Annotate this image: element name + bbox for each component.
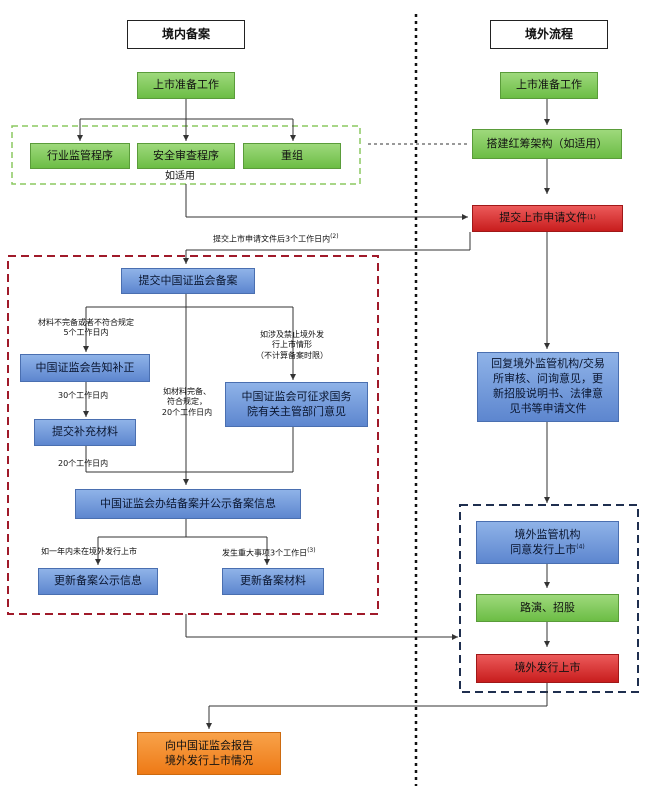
one-year-label: 如一年内未在境外发行上市 <box>41 547 137 556</box>
if-applicable-label: 如适用 <box>165 171 195 182</box>
incomplete-label: 材料不完备或者不符合规定 5个工作日内 <box>28 318 144 339</box>
prohibited-line3: （不计算备案时限） <box>256 350 328 360</box>
major-event-text: 发生重大事项3个工作日 <box>222 548 308 558</box>
complete-line1: 如材料完备、 <box>163 387 211 396</box>
within-3-days-text: 提交上市申请文件后3个工作日内 <box>213 234 331 244</box>
approve-line1: 境外监管机构 <box>514 527 581 541</box>
approve-line2: 同意发行上市 <box>510 542 577 556</box>
within-3-days-label: 提交上市申请文件后3个工作日内(2) <box>213 233 339 245</box>
domestic-prep-box: 上市准备工作 <box>137 72 235 99</box>
roadshow-box: 路演、招股 <box>476 594 619 622</box>
csrc-seek-opinion-box: 中国证监会可征求国务 院有关主管部门意见 <box>225 382 368 427</box>
note-4: (4) <box>576 542 585 550</box>
prohibited-line1: 如涉及禁止境外发 <box>260 330 324 339</box>
security-review-box: 安全审查程序 <box>137 143 235 169</box>
approve-line2-wrap: 同意发行上市(4) <box>510 543 585 558</box>
complete-line2: 符合规定， <box>167 397 207 407</box>
major-event-label: 发生重大事项3个工作日(3) <box>222 547 316 559</box>
submit-supplement-box: 提交补充材料 <box>34 419 136 446</box>
report-line2: 境外发行上市情况 <box>165 753 253 767</box>
reply-line2: 所审核、问询意见，更 <box>493 372 603 386</box>
prohibited-line2: 行上市情形 <box>272 340 312 350</box>
note-2: (2) <box>330 233 339 240</box>
complete-condition-label: 如材料完备、 符合规定， 20个工作日内 <box>152 387 222 418</box>
overseas-prep-box: 上市准备工作 <box>500 72 598 99</box>
report-to-csrc-box: 向中国证监会报告 境外发行上市情况 <box>137 732 281 775</box>
note-3: (3) <box>307 547 316 554</box>
seek-opinion-line2: 院有关主管部门意见 <box>247 404 346 418</box>
thirty-days-label: 30个工作日内 <box>58 391 109 400</box>
submit-csrc-filing-box: 提交中国证监会备案 <box>121 268 255 294</box>
overseas-issue-box: 境外发行上市 <box>476 654 619 683</box>
overseas-approval-box: 境外监管机构 同意发行上市(4) <box>476 521 619 564</box>
report-line1: 向中国证监会报告 <box>165 738 253 752</box>
complete-line3: 20个工作日内 <box>161 407 213 417</box>
industry-regulation-box: 行业监管程序 <box>30 143 130 169</box>
domestic-filing-frame <box>7 255 379 615</box>
incomplete-line2: 5个工作日内 <box>63 328 109 338</box>
restructure-box: 重组 <box>243 143 341 169</box>
twenty-days-label: 20个工作日内 <box>58 459 109 468</box>
update-materials-box: 更新备案材料 <box>222 568 324 595</box>
prohibited-condition-label: 如涉及禁止境外发 行上市情形 （不计算备案时限） <box>250 330 334 361</box>
submit-listing-box: 提交上市申请文件(1) <box>472 205 623 232</box>
overseas-header: 境外流程 <box>490 20 608 49</box>
seek-opinion-line1: 中国证监会可征求国务 <box>241 389 352 403</box>
reply-line4: 见书等申请文件 <box>509 401 587 415</box>
update-public-info-box: 更新备案公示信息 <box>38 568 158 595</box>
reply-line3: 新招股说明书、法律意 <box>493 387 603 400</box>
reply-overseas-regulator-box: 回复境外监管机构/交易 所审核、问询意见，更 新招股说明书、法律意 见书等申请文… <box>477 352 619 422</box>
csrc-correction-notice-box: 中国证监会告知补正 <box>20 354 150 382</box>
submit-listing-text: 提交上市申请文件 <box>499 211 588 225</box>
reply-line1: 回复境外监管机构/交易 <box>491 357 605 371</box>
domestic-header: 境内备案 <box>127 20 245 49</box>
complete-filing-box: 中国证监会办结备案并公示备案信息 <box>75 489 301 519</box>
incomplete-line1: 材料不完备或者不符合规定 <box>38 318 134 327</box>
red-chip-box: 搭建红筹架构（如适用） <box>472 129 622 159</box>
note-1: (1) <box>587 214 596 222</box>
